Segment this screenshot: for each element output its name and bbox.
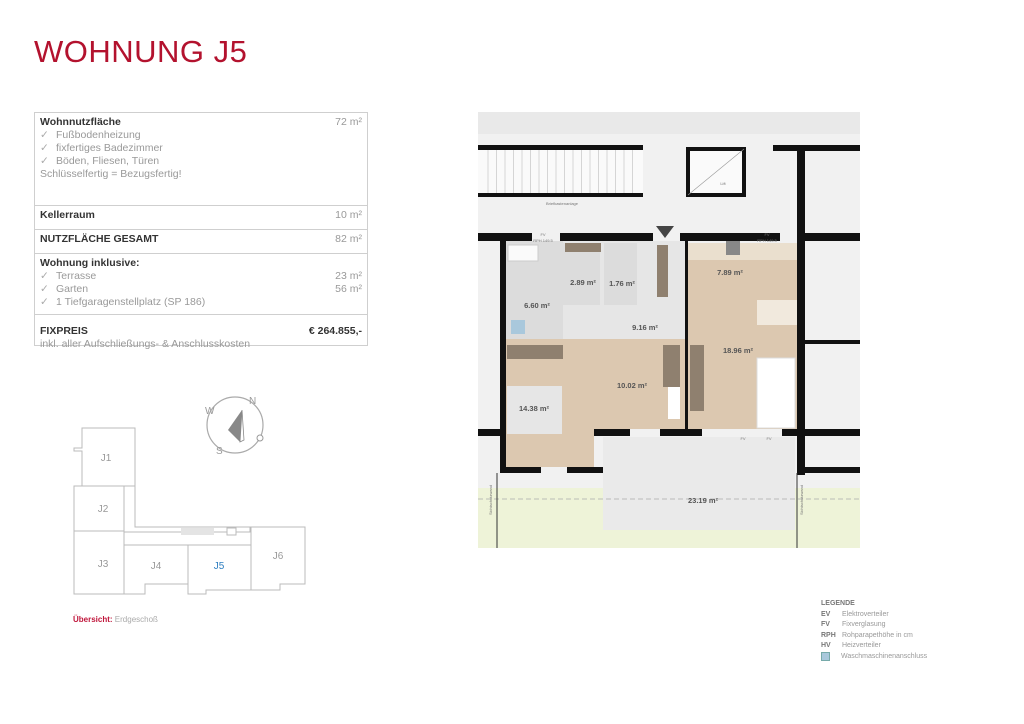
room-area-wc: 1.76 m² bbox=[609, 279, 635, 288]
legend-label: Fixverglasung bbox=[842, 621, 886, 629]
room-area-wohnen: 18.96 m² bbox=[723, 346, 754, 355]
site-unit-j2: J2 bbox=[98, 504, 109, 515]
section-inklusive: Wohnung inklusive: ✓ Terrasse 23 m² ✓ Garte… bbox=[35, 254, 367, 315]
compass-w: W bbox=[205, 406, 215, 417]
section-gesamt: NUTZFLÄCHE GESAMT 82 m² bbox=[35, 230, 367, 254]
label: Wohnnutzfläche bbox=[40, 116, 121, 128]
page-title: WOHNUNG J5 bbox=[34, 34, 248, 69]
label-fv: FV bbox=[540, 232, 545, 237]
price: € 264.855,- bbox=[308, 325, 362, 337]
feature: Fußbodenheizung bbox=[56, 129, 141, 141]
overview-value: Erdgeschoß bbox=[114, 615, 158, 624]
compass-n: N bbox=[249, 396, 256, 407]
legend: LEGENDE EV Elektroverteiler FV Fixverglasu… bbox=[821, 600, 927, 662]
label-briefkasten: Briefkastenanlage bbox=[546, 201, 579, 206]
note: inkl. aller Aufschließungs- & Anschlussk… bbox=[40, 338, 251, 350]
legend-key: HV bbox=[821, 642, 831, 650]
check-icon: ✓ bbox=[40, 296, 49, 308]
site-unit-j1: J1 bbox=[101, 453, 112, 464]
legend-title: LEGENDE bbox=[821, 600, 855, 607]
site-plan bbox=[73, 427, 306, 595]
value: 82 m² bbox=[335, 233, 362, 245]
value: 56 m² bbox=[335, 283, 362, 295]
check-icon: ✓ bbox=[40, 283, 49, 295]
legend-label: Waschmaschinenanschluss bbox=[841, 652, 928, 660]
section-kellerraum: Kellerraum 10 m² bbox=[35, 206, 367, 230]
label: FIXPREIS bbox=[40, 325, 88, 337]
legend-key: FV bbox=[821, 621, 830, 629]
legend-item: EV Elektroverteiler bbox=[821, 609, 927, 620]
legend-label: Heizverteiler bbox=[842, 642, 881, 650]
label-lift: Lift bbox=[720, 181, 726, 186]
label-rph: RPH 149.5 bbox=[757, 238, 777, 243]
label-rph: RPH 149.5 bbox=[533, 238, 553, 243]
value: 10 m² bbox=[335, 209, 362, 221]
check-icon: ✓ bbox=[40, 142, 49, 154]
check-icon: ✓ bbox=[40, 129, 49, 141]
room-area-vorraum: 9.16 m² bbox=[632, 323, 658, 332]
site-unit-j6: J6 bbox=[273, 551, 284, 562]
check-icon: ✓ bbox=[40, 155, 49, 167]
section-wohnnutzflaeche: Wohnnutzfläche 72 m² ✓ Fußbodenheizung ✓ fi… bbox=[35, 113, 367, 206]
legend-item: Waschmaschinenanschluss bbox=[821, 651, 927, 662]
legend-item: FV Fixverglasung bbox=[821, 620, 927, 631]
room-area-schlafen: 14.38 m² bbox=[519, 404, 550, 413]
compass-s: S bbox=[216, 446, 223, 457]
site-unit-j3: J3 bbox=[98, 559, 109, 570]
legend-label: Rohparapethöhe in cm bbox=[842, 631, 913, 639]
room-area-bad: 6.60 m² bbox=[524, 301, 550, 310]
section-fixpreis: FIXPREIS € 264.855,- inkl. aller Aufschli… bbox=[35, 315, 367, 354]
label-fv: FV bbox=[740, 436, 745, 441]
note: Schlüsselfertig = Bezugsfertig! bbox=[40, 168, 182, 180]
check-icon: ✓ bbox=[40, 270, 49, 282]
label-fv: FV bbox=[764, 232, 769, 237]
room-area-zimmer: 10.02 m² bbox=[617, 381, 648, 390]
site-unit-j4: J4 bbox=[151, 561, 162, 572]
legend-key: RPH bbox=[821, 631, 836, 639]
value: 23 m² bbox=[335, 270, 362, 282]
label: Kellerraum bbox=[40, 209, 95, 221]
label: Wohnung inklusive: bbox=[40, 257, 140, 269]
overview-caption: Übersicht: Erdgeschoß bbox=[73, 615, 158, 624]
legend-label: Elektroverteiler bbox=[842, 610, 889, 618]
overview-label: Übersicht: bbox=[73, 615, 113, 624]
item: Terrasse bbox=[56, 270, 97, 282]
label-fv: FV bbox=[766, 436, 771, 441]
room-area-terrasse: 23.19 m² bbox=[688, 496, 719, 505]
feature: fixfertiges Badezimmer bbox=[56, 142, 163, 154]
legend-key: EV bbox=[821, 610, 831, 618]
room-labels: 6.60 m² 2.89 m² 1.76 m² 9.16 m² 7.89 m² … bbox=[519, 268, 754, 505]
legend-item: RPH Rohparapethöhe in cm bbox=[821, 630, 927, 641]
value: 72 m² bbox=[335, 116, 362, 128]
washing-machine-icon bbox=[821, 651, 830, 661]
label-wall: Sichtschutzwand bbox=[488, 485, 493, 515]
compass-icon: N W S bbox=[205, 396, 264, 457]
legend-item: HV Heizverteiler bbox=[821, 641, 927, 652]
floor-plan bbox=[478, 112, 860, 548]
room-area-abstell: 2.89 m² bbox=[570, 278, 596, 287]
site-unit-j5: J5 bbox=[214, 561, 225, 572]
room-area-kueche: 7.89 m² bbox=[717, 268, 743, 277]
item: Garten bbox=[56, 283, 89, 295]
label: NUTZFLÄCHE GESAMT bbox=[40, 233, 159, 245]
label-wall: Sichtschutzwand bbox=[799, 485, 804, 515]
feature: Böden, Fliesen, Türen bbox=[56, 155, 160, 167]
item: 1 Tiefgaragenstellplatz (SP 186) bbox=[56, 296, 206, 308]
info-table: Wohnnutzfläche 72 m² ✓ Fußbodenheizung ✓ fi… bbox=[34, 112, 368, 350]
